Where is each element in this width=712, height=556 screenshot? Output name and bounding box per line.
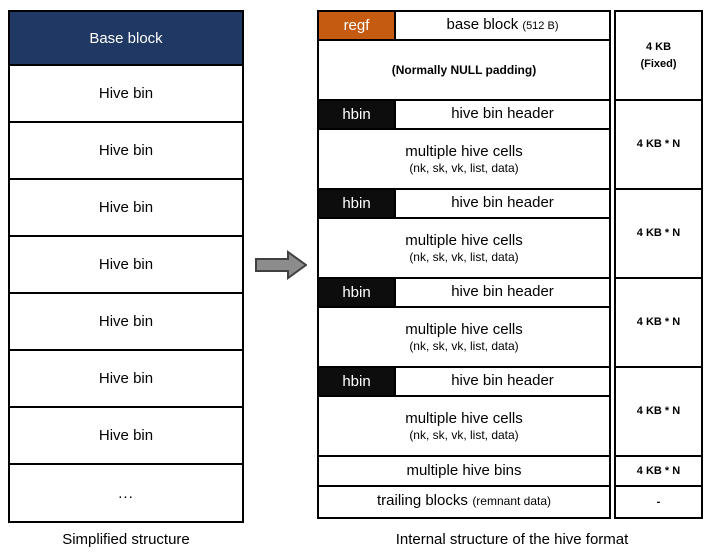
hive-cells-row: multiple hive cells (nk, sk, vk, list, d… [319,219,609,279]
hive-bin-header-cell: hive bin header [396,101,609,128]
hive-cells-note: (nk, sk, vk, list, data) [409,161,519,176]
size-cell: 4 KB * N [616,457,701,487]
hive-bin-header-row: hbin hive bin header [319,368,609,397]
hive-bin-header-label: hive bin header [451,283,554,300]
size-cell: 4 KB * N [616,279,701,368]
hive-bin-header-cell: hive bin header [396,368,609,395]
hbin-tag-label: hbin [342,195,371,212]
hive-cells-note: (nk, sk, vk, list, data) [409,428,519,443]
ellipsis-cell: ... [10,465,242,521]
size-value: 4 KB * N [636,405,681,418]
size-value: 4 KB * N [636,227,681,240]
hive-bin-cell: Hive bin [10,408,242,465]
hbin-tag-cell: hbin [319,368,396,395]
size-cell: 4 KB * N [616,190,701,279]
right-arrow-icon [255,250,307,280]
hbin-tag-cell: hbin [319,190,396,217]
ellipsis-label: ... [118,484,134,502]
hive-bin-header-row: hbin hive bin header [319,279,609,308]
hive-bin-cell: Hive bin [10,351,242,408]
hbin-tag-label: hbin [342,284,371,301]
hive-bin-label: Hive bin [98,370,154,387]
hive-cells-row: multiple hive cells (nk, sk, vk, list, d… [319,308,609,368]
size-cell-fixed: 4 KB (Fixed) [616,12,701,101]
hbin-tag-label: hbin [342,373,371,390]
hive-cells-title: multiple hive cells [405,142,523,160]
base-block-header-cell: base block (512 B) [396,12,609,39]
hive-bin-cell: Hive bin [10,180,242,237]
hive-bin-label: Hive bin [98,199,154,216]
null-padding-row: (Normally NULL padding) [319,41,609,101]
size-value: 4 KB [645,41,672,53]
hbin-tag-cell: hbin [319,101,396,128]
hive-cells-title: multiple hive cells [405,320,523,338]
size-cell-dash: - [616,487,701,517]
hive-cells-title: multiple hive cells [405,231,523,249]
size-column: 4 KB (Fixed) 4 KB * N 4 KB * N 4 KB * N … [614,10,703,519]
base-block-title: base block [446,16,519,33]
hive-bin-label: Hive bin [98,427,154,444]
size-note: (Fixed) [640,57,677,70]
left-caption: Simplified structure [62,531,190,548]
size-cell: 4 KB * N [616,101,701,190]
size-value: 4 KB * N [636,464,681,477]
size-value: 4 KB * N [636,316,681,329]
hive-cells-title: multiple hive cells [405,409,523,427]
hive-cells-note: (nk, sk, vk, list, data) [409,250,519,265]
base-block-cell: Base block [10,12,242,66]
hive-bin-header-label: hive bin header [451,372,554,389]
hive-cells-row: multiple hive cells (nk, sk, vk, list, d… [319,397,609,457]
null-padding-label: (Normally NULL padding) [391,63,537,77]
right-caption: Internal structure of the hive format [395,531,629,548]
hive-bin-label: Hive bin [98,256,154,273]
trailing-blocks-note: (remnant data) [472,494,552,508]
hbin-tag-cell: hbin [319,279,396,306]
multiple-hive-bins-row: multiple hive bins [319,457,609,487]
base-block-size-note: (512 B) [522,20,559,32]
hive-bin-cell: Hive bin [10,123,242,180]
hive-cells-note: (nk, sk, vk, list, data) [409,339,519,354]
regf-tag-cell: regf [319,12,396,39]
trailing-blocks-title: trailing blocks [376,492,468,509]
hive-bin-header-row: hbin hive bin header [319,101,609,130]
hive-bin-cell: Hive bin [10,237,242,294]
hive-bin-cell: Hive bin [10,66,242,123]
hive-bin-header-row: hbin hive bin header [319,190,609,219]
size-value: 4 KB * N [636,138,681,151]
hive-bin-header-label: hive bin header [451,194,554,211]
hbin-tag-label: hbin [342,106,371,123]
base-block-label: Base block [89,29,163,47]
regf-tag-label: regf [343,17,370,34]
hive-bin-header-cell: hive bin header [396,279,609,306]
hive-bin-label: Hive bin [98,313,154,330]
hive-bin-label: Hive bin [98,85,154,102]
base-block-row: regf base block (512 B) [319,12,609,41]
hive-bin-label: Hive bin [98,142,154,159]
simplified-structure-table: Base block Hive bin Hive bin Hive bin Hi… [8,10,244,523]
trailing-blocks-row: trailing blocks (remnant data) [319,487,609,517]
internal-structure-table: regf base block (512 B) (Normally NULL p… [317,10,611,519]
hive-bin-cell: Hive bin [10,294,242,351]
hive-bin-header-cell: hive bin header [396,190,609,217]
hive-bin-header-label: hive bin header [451,105,554,122]
size-value: - [656,495,661,508]
multiple-hive-bins-label: multiple hive bins [406,462,522,479]
hive-cells-row: multiple hive cells (nk, sk, vk, list, d… [319,130,609,190]
size-cell: 4 KB * N [616,368,701,457]
